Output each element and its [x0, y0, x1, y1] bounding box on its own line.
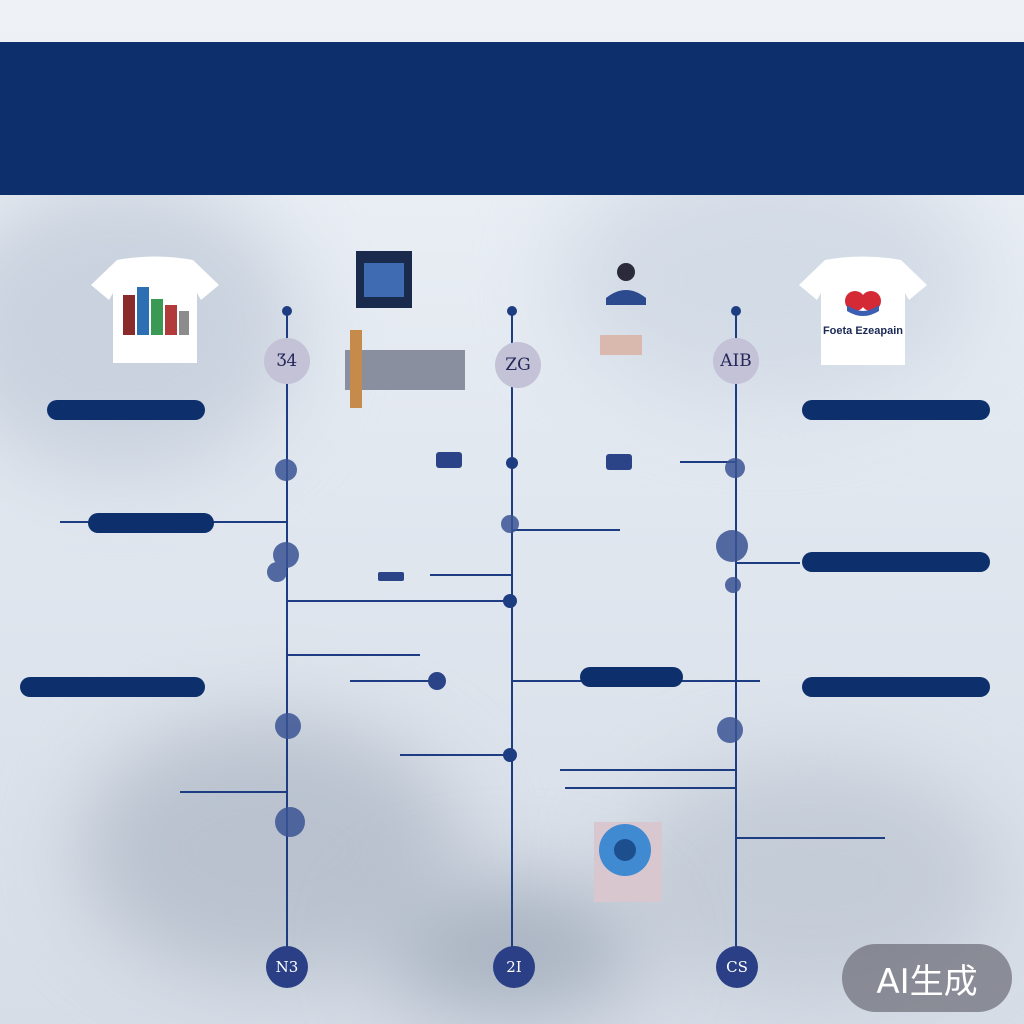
pill-label-right-3	[802, 677, 990, 697]
timeline-bubble	[273, 542, 299, 568]
pill-label-right-1	[802, 400, 990, 420]
right-shirt-logo: Foeta Ezeapain	[797, 255, 929, 365]
shirt-icon	[799, 256, 927, 365]
device-icon	[606, 454, 632, 470]
pill-label-left-1	[47, 400, 205, 420]
timeline-dot	[503, 594, 517, 608]
device-icon	[428, 672, 446, 690]
timeline-node-top-right: AIB	[713, 338, 759, 384]
left-shirt-logo	[89, 255, 221, 365]
timeline-dot	[282, 306, 292, 316]
pill-label-center	[580, 667, 683, 687]
header-banner	[0, 42, 1024, 195]
timeline-node-bottom-center: 2I	[493, 946, 535, 988]
timeline-bubble	[275, 713, 301, 739]
device-icon	[378, 572, 404, 581]
ai-generated-watermark: AI生成	[842, 944, 1012, 1012]
timeline-dot	[503, 748, 517, 762]
timeline-dot	[731, 306, 741, 316]
timeline-bubble	[267, 562, 287, 582]
timeline-bubble	[725, 458, 745, 478]
timeline-bubble	[275, 459, 297, 481]
device-icon	[436, 452, 462, 468]
timeline-bubble	[725, 577, 741, 593]
timeline-bubble	[716, 530, 748, 562]
timeline-dot	[507, 306, 517, 316]
shirt-icon	[91, 256, 219, 363]
person-icon	[606, 263, 646, 305]
device-photo	[594, 822, 662, 902]
timeline-bubble	[501, 515, 519, 533]
pill-label-left-2	[88, 513, 214, 533]
pill-label-left-3	[20, 677, 205, 697]
pill-label-right-2	[802, 552, 990, 572]
timeline-dot	[506, 457, 518, 469]
right-shirt-label: Foeta Ezeapain	[822, 325, 904, 337]
timeline-node-top-left: Ʒ4	[264, 338, 310, 384]
timeline-node-bottom-left: N3	[266, 946, 308, 988]
timeline-node-top-center: ZG	[495, 342, 541, 388]
timeline-node-bottom-right: CS	[716, 946, 758, 988]
timeline-bubble	[275, 807, 305, 837]
timeline-bubble	[717, 717, 743, 743]
lab-illustration	[345, 251, 642, 408]
